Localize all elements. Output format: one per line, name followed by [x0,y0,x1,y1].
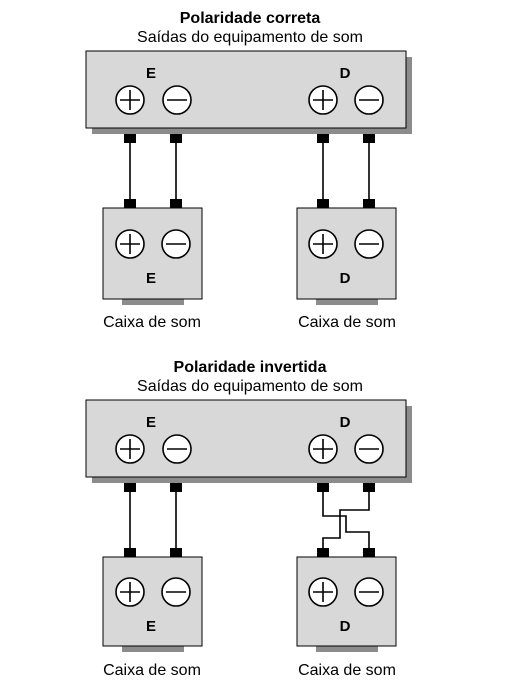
section-inverted-polarity: Polaridade invertida Saídas do equipamen… [85,359,412,679]
section-subtitle: Saídas do equipamento de som [137,29,363,46]
amp-left-plus-terminal [115,85,145,115]
amp-right-plus-terminal [308,85,338,115]
speaker-right-minus-terminal [354,577,384,607]
amplifier-panel: E D [85,50,412,134]
amp-left-plus-terminal [115,434,145,464]
amp-left-minus-terminal [162,85,192,115]
amp-left-channel-label: E [146,414,156,431]
speaker-left-minus-terminal [161,229,191,259]
amplifier-panel: E D [85,399,412,483]
amp-right-plus-terminal [308,434,338,464]
speaker-right-plus-terminal [308,229,338,259]
amp-right-minus-terminal [354,434,384,464]
amp-left-minus-terminal [162,434,192,464]
speaker-left-label: E [146,618,156,635]
amp-right-channel-label: D [340,414,351,431]
speaker-left: E [102,556,203,652]
speaker-left-minus-terminal [161,577,191,607]
speaker-left-plus-terminal [115,577,145,607]
amp-left-channel-label: E [146,65,156,82]
speaker-left-caption: Caixa de som [103,314,201,331]
speaker-right-plus-terminal [308,577,338,607]
speaker-right-label: D [340,270,351,287]
amp-right-minus-terminal [354,85,384,115]
speaker-wires [124,483,375,557]
speaker-wires [124,134,375,208]
speaker-right: D [296,207,397,305]
speaker-right-caption: Caixa de som [298,662,396,679]
section-subtitle: Saídas do equipamento de som [137,378,363,395]
speaker-left: E [102,207,203,305]
speaker-right: D [296,556,397,652]
speaker-right-caption: Caixa de som [298,314,396,331]
section-correct-polarity: Polaridade correta Saídas do equipamento… [85,10,412,331]
amp-right-channel-label: D [340,65,351,82]
speaker-left-plus-terminal [115,229,145,259]
speaker-left-label: E [146,270,156,287]
crossed-wires [322,492,370,548]
speaker-right-label: D [340,618,351,635]
speaker-right-minus-terminal [354,229,384,259]
section-title: Polaridade correta [180,10,321,27]
section-title: Polaridade invertida [174,359,327,376]
speaker-left-caption: Caixa de som [103,662,201,679]
